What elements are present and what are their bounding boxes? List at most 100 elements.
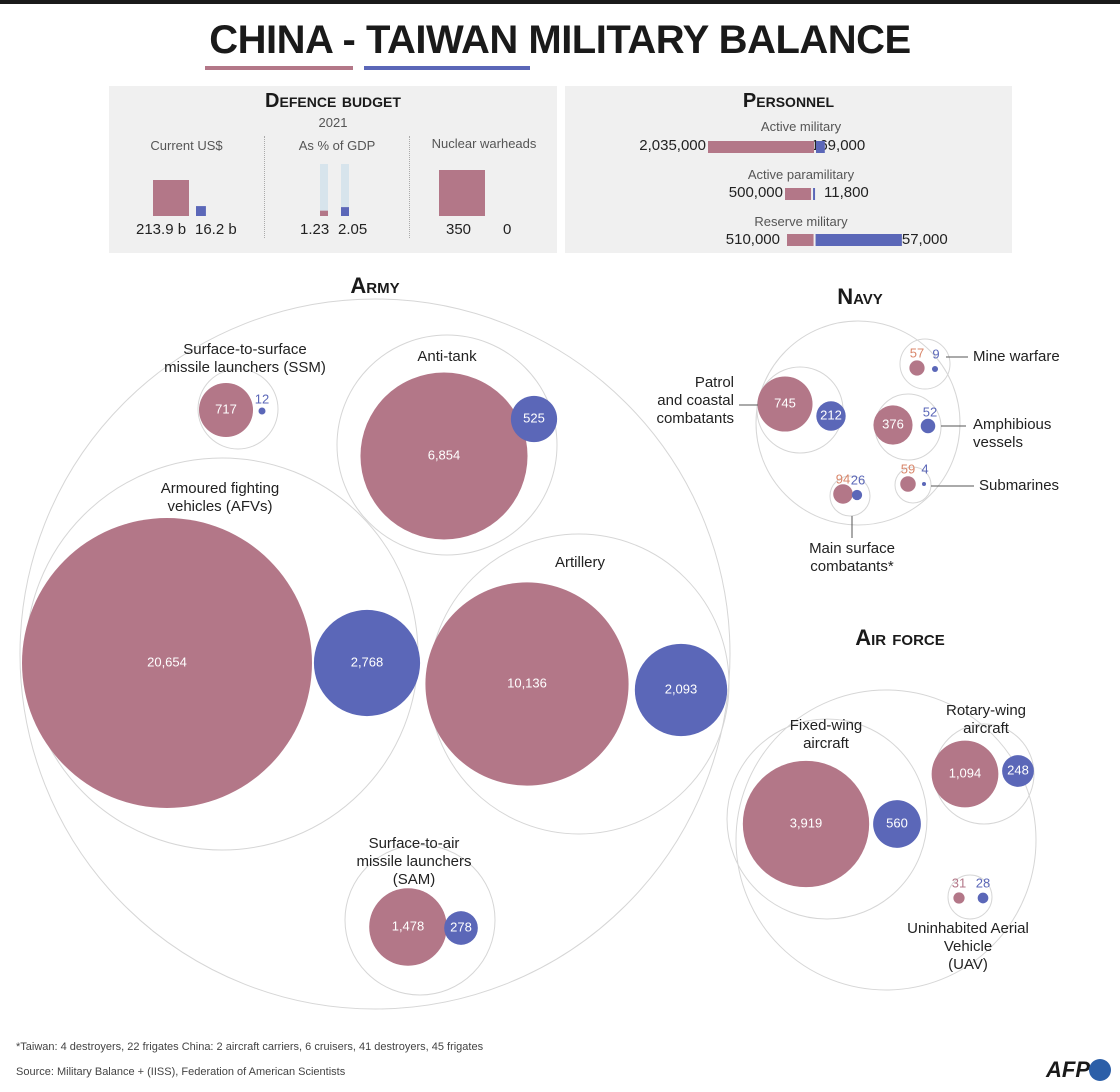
personnel-bar-china — [787, 234, 814, 246]
army-category-label: Surface-to-surface — [183, 341, 306, 358]
divider — [264, 136, 265, 238]
air-taiwan-bubble — [1002, 755, 1034, 787]
navy-section-title: Navy — [837, 284, 883, 309]
navy-mine-label: Mine warfare — [973, 348, 1060, 365]
source-note: Source: Military Balance + (IISS), Feder… — [16, 1066, 346, 1078]
divider — [409, 136, 410, 238]
navy-category-ring — [899, 338, 951, 390]
personnel-panel: Personnel Active military Active paramil… — [565, 86, 1012, 253]
gdp-bar — [320, 210, 328, 216]
navy-submarine-label: Submarines — [979, 477, 1059, 494]
army-category-label: Armoured fighting — [161, 480, 279, 497]
navy-china-value: 376 — [882, 416, 904, 431]
gdp-bar-track — [341, 164, 349, 216]
army-outer-ring — [19, 298, 731, 1010]
navy-china-bubble — [833, 484, 853, 504]
budget-china-value: 213.9 b — [136, 221, 187, 238]
nuclear-label: Nuclear warheads — [431, 136, 537, 151]
navy-china-bubble — [909, 360, 925, 376]
title-underline-china — [205, 66, 353, 70]
army-taiwan-value: 278 — [450, 919, 472, 934]
air-taiwan-value: 28 — [976, 875, 990, 890]
personnel-bar-china — [708, 141, 814, 153]
page-title: CHINA - TAIWAN MILITARY BALANCE — [209, 18, 911, 62]
air-force-section-title: Air force — [855, 625, 945, 650]
nuclear-bar — [439, 170, 485, 216]
air-category-ring — [947, 874, 993, 920]
navy-taiwan-value: 4 — [921, 461, 928, 476]
army-china-value: 1,478 — [392, 918, 425, 933]
army-taiwan-bubble — [634, 643, 728, 737]
army-taiwan-value: 525 — [523, 410, 545, 425]
active-military-label: Active military — [760, 119, 842, 134]
army-section-title: Army — [350, 273, 400, 298]
navy-outer-ring — [755, 320, 961, 526]
personnel-title: Personnel — [742, 90, 835, 112]
navy-china-value: 59 — [901, 461, 915, 476]
air-taiwan-bubble — [873, 800, 921, 848]
navy-china-value: 57 — [910, 345, 924, 360]
navy-amphibious-label: Amphibious — [973, 416, 1051, 433]
defence-year: 2021 — [318, 115, 348, 130]
navy-patrol-label: combatants — [656, 410, 734, 427]
army-china-bubble — [360, 372, 528, 540]
personnel-bar-taiwan — [815, 234, 902, 246]
air-outer-ring — [735, 689, 1037, 991]
reserve-military-label: Reserve military — [754, 214, 848, 229]
army-taiwan-bubble — [313, 609, 421, 717]
army-taiwan-bubble — [444, 911, 478, 945]
navy-china-value: 94 — [836, 471, 850, 486]
navy-china-bubble — [757, 376, 813, 432]
air-taiwan-value: 248 — [1007, 762, 1029, 777]
nuclear-taiwan-value: 0 — [503, 221, 512, 238]
army-taiwan-value: 2,093 — [665, 681, 698, 696]
navy-china-value: 745 — [774, 395, 796, 410]
army-category-ring — [197, 368, 279, 450]
army-china-value: 10,136 — [507, 675, 547, 690]
personnel-bar-china — [785, 188, 812, 200]
navy-patrol-label: and coastal — [657, 392, 734, 409]
air-taiwan-bubble — [977, 892, 989, 904]
navy-amphibious-label: vessels — [973, 434, 1023, 451]
air-category-label: aircraft — [963, 720, 1010, 737]
army-category-label: Anti-tank — [417, 348, 477, 365]
air-category-ring — [726, 718, 928, 920]
afp-logo: AFP — [1046, 1057, 1090, 1082]
air-china-value: 1,094 — [949, 765, 982, 780]
active-paramilitary-china-value: 500,000 — [728, 184, 783, 201]
navy-taiwan-bubble — [931, 365, 939, 373]
navy-taiwan-value: 9 — [932, 346, 939, 361]
army-category-label: missile launchers — [356, 853, 471, 870]
army-china-bubble — [22, 518, 312, 808]
navy-category-ring — [894, 466, 932, 504]
reserve-military-china-value: 510,000 — [725, 231, 780, 248]
navy-china-bubble — [900, 476, 916, 492]
active-military-china-value: 2,035,000 — [639, 137, 706, 154]
navy-taiwan-bubble — [920, 418, 936, 434]
defence-budget-panel: Defence budget 2021 Current US$ As % of … — [109, 86, 557, 253]
navy-taiwan-value: 26 — [851, 472, 865, 487]
title-wrap: CHINA - TAIWAN MILITARY BALANCE — [0, 18, 1120, 63]
air-category-label: (UAV) — [948, 956, 988, 973]
navy-main-surface-label: combatants* — [810, 558, 894, 575]
gdp-label: As % of GDP — [298, 138, 376, 153]
top-bar — [0, 0, 1120, 4]
active-paramilitary-label: Active paramilitary — [747, 167, 855, 182]
army-category-label: vehicles (AFVs) — [167, 498, 272, 515]
air-category-label: Fixed-wing — [790, 717, 863, 734]
gdp-china-value: 1.23 — [300, 221, 330, 238]
budget-taiwan-value: 16.2 b — [195, 221, 237, 238]
air-china-bubble — [742, 760, 870, 888]
gdp-bar — [341, 207, 349, 216]
army-category-ring — [336, 334, 558, 556]
air-china-bubble — [931, 740, 999, 808]
personnel-bar-taiwan — [813, 188, 816, 200]
army-china-bubble — [425, 582, 629, 786]
army-taiwan-value: 2,768 — [351, 654, 384, 669]
nuclear-china-value: 350 — [446, 221, 472, 238]
gdp-bar-track — [320, 164, 328, 216]
navy-taiwan-value: 52 — [923, 404, 937, 419]
army-taiwan-bubble — [258, 407, 266, 415]
air-category-label: Vehicle — [944, 938, 992, 955]
